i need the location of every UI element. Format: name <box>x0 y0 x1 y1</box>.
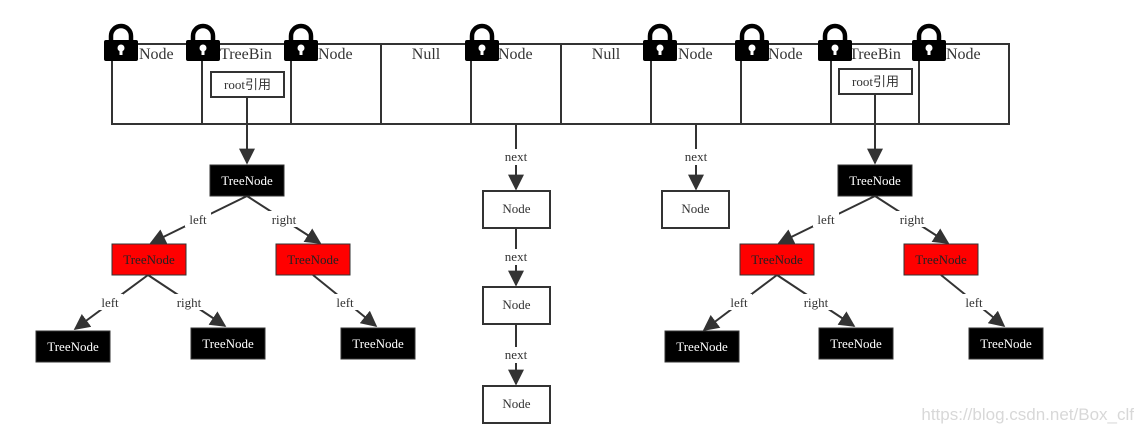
padlock-icon <box>465 23 499 61</box>
padlock-icon <box>643 23 677 61</box>
tree-node-black: TreeNode <box>818 327 894 360</box>
tree-node-black: TreeNode <box>209 164 285 197</box>
tree-node-black: TreeNode <box>837 164 913 197</box>
svg-text:left: left <box>101 295 119 310</box>
svg-text:next: next <box>505 249 528 264</box>
padlock-icon <box>186 23 220 61</box>
edge-label-next: next <box>502 149 530 165</box>
svg-text:right: right <box>272 212 297 227</box>
tree-node-red: TreeNode <box>275 243 351 276</box>
svg-text:next: next <box>685 149 708 164</box>
svg-text:TreeNode: TreeNode <box>676 339 728 354</box>
svg-text:next: next <box>505 347 528 362</box>
svg-text:TreeNode: TreeNode <box>221 173 273 188</box>
padlock-icon <box>284 23 318 61</box>
edge-label-right: right <box>267 211 301 227</box>
root-ref-label: root引用 <box>224 77 271 92</box>
svg-text:TreeNode: TreeNode <box>915 252 967 267</box>
bucket-labels: Node TreeBin Node Null Node Null Node No… <box>139 46 981 63</box>
bucket-label: Node <box>946 46 981 63</box>
bucket-label: Node <box>498 46 533 63</box>
edge-label-left: left <box>961 294 987 310</box>
padlock-icon <box>912 23 946 61</box>
list-node: Node <box>482 385 551 424</box>
svg-text:left: left <box>730 295 748 310</box>
root-ref-box-right: root引用 <box>838 68 913 95</box>
tree-node-black: TreeNode <box>664 330 740 363</box>
bucket-label: Node <box>139 46 174 63</box>
svg-text:TreeNode: TreeNode <box>830 336 882 351</box>
bucket-label: Node <box>678 46 713 63</box>
tree-node-black: TreeNode <box>35 330 111 363</box>
tree-left: TreeNode TreeNode TreeNode TreeNode Tree… <box>35 164 416 363</box>
bucket-label: Null <box>592 46 621 63</box>
svg-text:next: next <box>505 149 528 164</box>
svg-text:TreeNode: TreeNode <box>47 339 99 354</box>
bucket-label: Null <box>412 46 441 63</box>
bucket-table: Node TreeBin Node Null Node Null Node No… <box>104 23 1010 125</box>
svg-text:TreeNode: TreeNode <box>287 252 339 267</box>
padlock-icon <box>735 23 769 61</box>
svg-text:TreeNode: TreeNode <box>123 252 175 267</box>
edge-label-next: next <box>502 347 530 363</box>
svg-text:TreeNode: TreeNode <box>980 336 1032 351</box>
list-node: Node <box>482 286 551 325</box>
edge-label-left: left <box>97 294 123 310</box>
padlock-icons <box>104 23 946 61</box>
svg-text:left: left <box>336 295 354 310</box>
tree-node-red: TreeNode <box>111 243 187 276</box>
list-node: Node <box>661 190 730 229</box>
padlock-icon <box>818 23 852 61</box>
svg-text:TreeNode: TreeNode <box>202 336 254 351</box>
svg-text:left: left <box>817 212 835 227</box>
svg-text:Node: Node <box>681 201 709 216</box>
svg-text:left: left <box>965 295 983 310</box>
edge-label-right: right <box>172 294 206 310</box>
svg-text:TreeNode: TreeNode <box>751 252 803 267</box>
svg-text:Node: Node <box>502 201 530 216</box>
root-ref-label: root引用 <box>852 74 899 89</box>
bucket-label: Node <box>318 46 353 63</box>
watermark: https://blog.csdn.net/Box_clf <box>921 405 1134 424</box>
bucket-label: TreeBin <box>849 46 901 63</box>
edge-label-left: left <box>813 211 839 227</box>
svg-text:TreeNode: TreeNode <box>849 173 901 188</box>
tree-node-black: TreeNode <box>190 327 266 360</box>
edge-labels: left right left right left left right le… <box>97 149 987 363</box>
edge-label-left: left <box>726 294 752 310</box>
padlock-icon <box>104 23 138 61</box>
root-ref-box-left: root引用 <box>210 71 285 98</box>
edge-label-next: next <box>682 149 710 165</box>
svg-text:right: right <box>900 212 925 227</box>
tree-node-black: TreeNode <box>968 327 1044 360</box>
svg-text:TreeNode: TreeNode <box>352 336 404 351</box>
list-node: Node <box>482 190 551 229</box>
svg-text:left: left <box>189 212 207 227</box>
bucket-label: TreeBin <box>220 46 272 63</box>
svg-text:Node: Node <box>502 396 530 411</box>
tree-node-red: TreeNode <box>739 243 815 276</box>
edge-label-right: right <box>799 294 833 310</box>
svg-text:right: right <box>177 295 202 310</box>
tree-right: TreeNode TreeNode TreeNode TreeNode Tree… <box>664 164 1044 363</box>
svg-text:right: right <box>804 295 829 310</box>
edge-label-next: next <box>502 249 530 265</box>
bucket-label: Node <box>768 46 803 63</box>
edge-label-left: left <box>185 211 211 227</box>
tree-node-black: TreeNode <box>340 327 416 360</box>
edge-label-left: left <box>332 294 358 310</box>
linked-lists: Node Node Node Node <box>482 190 730 424</box>
tree-node-red: TreeNode <box>903 243 979 276</box>
svg-text:Node: Node <box>502 297 530 312</box>
edge-label-right: right <box>895 211 929 227</box>
